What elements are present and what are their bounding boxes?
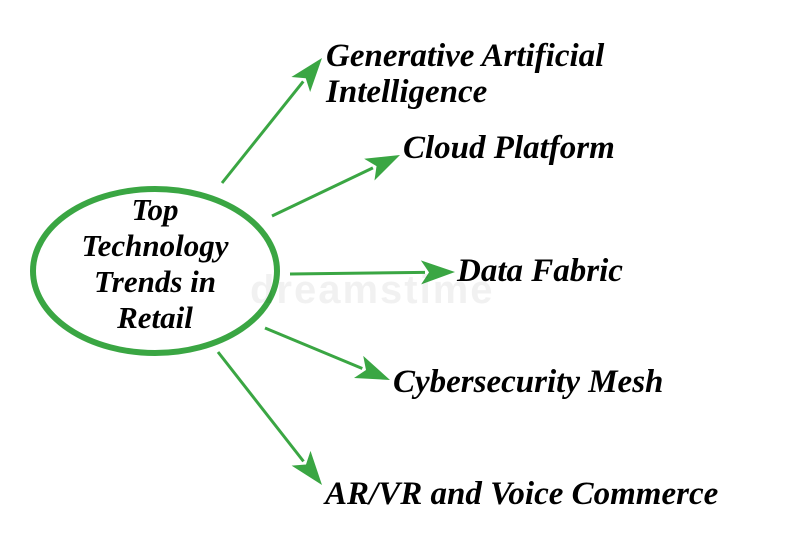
arrow-cybersecurity-mesh-head — [353, 355, 390, 380]
arrow-generative-ai-head — [291, 58, 322, 93]
center-ellipse — [30, 186, 280, 356]
branch-label-data-fabric: Data Fabric — [457, 253, 623, 289]
arrow-ar-vr-voice-commerce-shaft — [216, 351, 305, 463]
arrow-cybersecurity-mesh-shaft — [264, 326, 363, 370]
branch-label-generative-ai: Generative Artificial Intelligence — [326, 38, 604, 110]
watermark: dreamstime — [250, 268, 495, 312]
branch-label-line: Cybersecurity Mesh — [393, 364, 664, 400]
center-title: Top Technology Trends in Retail — [38, 192, 272, 336]
arrow-generative-ai-shaft — [220, 80, 305, 184]
arrow-group — [216, 58, 455, 485]
arrow-cloud-platform-head — [364, 155, 400, 181]
arrow-data-fabric-head — [420, 260, 455, 285]
center-title-line: Top — [131, 192, 179, 227]
branch-label-cloud-platform: Cloud Platform — [403, 130, 615, 166]
arrow-ar-vr-voice-commerce-head — [291, 450, 322, 485]
arrow-cloud-platform-shaft — [271, 166, 374, 218]
center-title-line: Technology — [81, 228, 229, 263]
branch-label-ar-vr-voice-commerce: AR/VR and Voice Commerce — [325, 476, 718, 512]
branch-label-cybersecurity-mesh: Cybersecurity Mesh — [393, 364, 663, 400]
branch-label-line: AR/VR and Voice Commerce — [325, 476, 719, 512]
center-title-line: Retail — [117, 300, 193, 335]
arrow-data-fabric-shaft — [289, 270, 426, 276]
branch-label-line: Cloud Platform — [403, 130, 615, 166]
branch-label-line: Data Fabric — [457, 253, 623, 289]
center-title-line: Trends in — [93, 264, 217, 299]
branch-label-line: Intelligence — [326, 74, 488, 110]
branch-label-line: Generative Artificial — [326, 38, 605, 74]
